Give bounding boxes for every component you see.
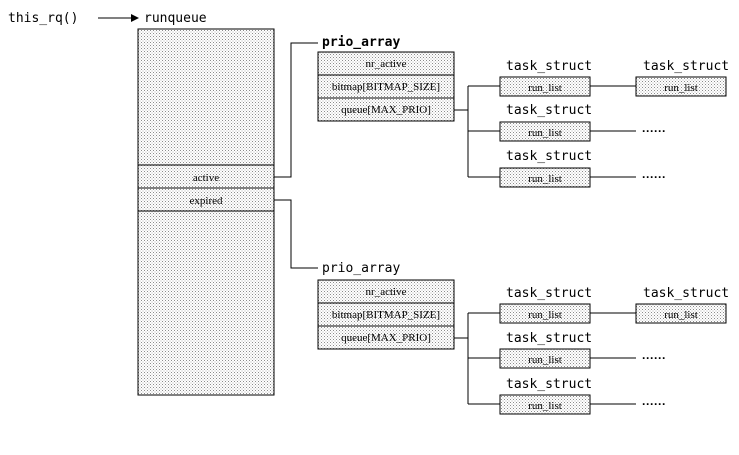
run-list-label: run_list	[528, 354, 562, 366]
task-struct-label: task_struct	[506, 59, 592, 74]
task-struct-label: task_struct	[643, 286, 729, 301]
task-struct-label: task_struct	[643, 59, 729, 74]
task-struct-label: task_struct	[506, 377, 592, 392]
run-list-label: run_list	[528, 309, 562, 321]
more-ellipsis: ······	[642, 397, 666, 411]
prio-array-title: prio_array	[322, 35, 400, 50]
task-struct-label: task_struct	[506, 103, 592, 118]
run-list-label: run_list	[528, 400, 562, 412]
nr-active-label: nr_active	[366, 286, 407, 298]
queue-label: queue[MAX_PRIO]	[341, 332, 431, 344]
task-struct-label: task_struct	[506, 331, 592, 346]
prio-array-active: prio_array nr_active bitmap[BITMAP_SIZE]…	[317, 35, 729, 188]
prio-array-title: prio_array	[322, 261, 400, 276]
more-ellipsis: ······	[642, 170, 666, 184]
runqueue-box	[137, 28, 275, 396]
more-ellipsis: ······	[642, 351, 666, 365]
active-field-label: active	[193, 172, 219, 184]
this-rq-label: this_rq()	[8, 11, 78, 26]
run-list-label: run_list	[664, 309, 698, 321]
run-list-box	[635, 303, 727, 324]
active-connector	[274, 42, 318, 178]
run-list-label: run_list	[528, 82, 562, 94]
run-list-label: run_list	[664, 82, 698, 94]
run-list-label: run_list	[528, 127, 562, 139]
runqueue-title: runqueue	[144, 11, 207, 26]
task-struct-label: task_struct	[506, 286, 592, 301]
run-list-box	[635, 76, 727, 97]
bitmap-label: bitmap[BITMAP_SIZE]	[332, 81, 440, 93]
task-struct-label: task_struct	[506, 149, 592, 164]
bitmap-label: bitmap[BITMAP_SIZE]	[332, 309, 440, 321]
more-ellipsis: ······	[642, 124, 666, 138]
nr-active-label: nr_active	[366, 58, 407, 70]
queue-label: queue[MAX_PRIO]	[341, 104, 431, 116]
expired-connector	[274, 199, 318, 269]
run-list-label: run_list	[528, 173, 562, 185]
expired-field-label: expired	[190, 195, 223, 207]
prio-array-expired: prio_array nr_active bitmap[BITMAP_SIZE]…	[317, 261, 729, 415]
